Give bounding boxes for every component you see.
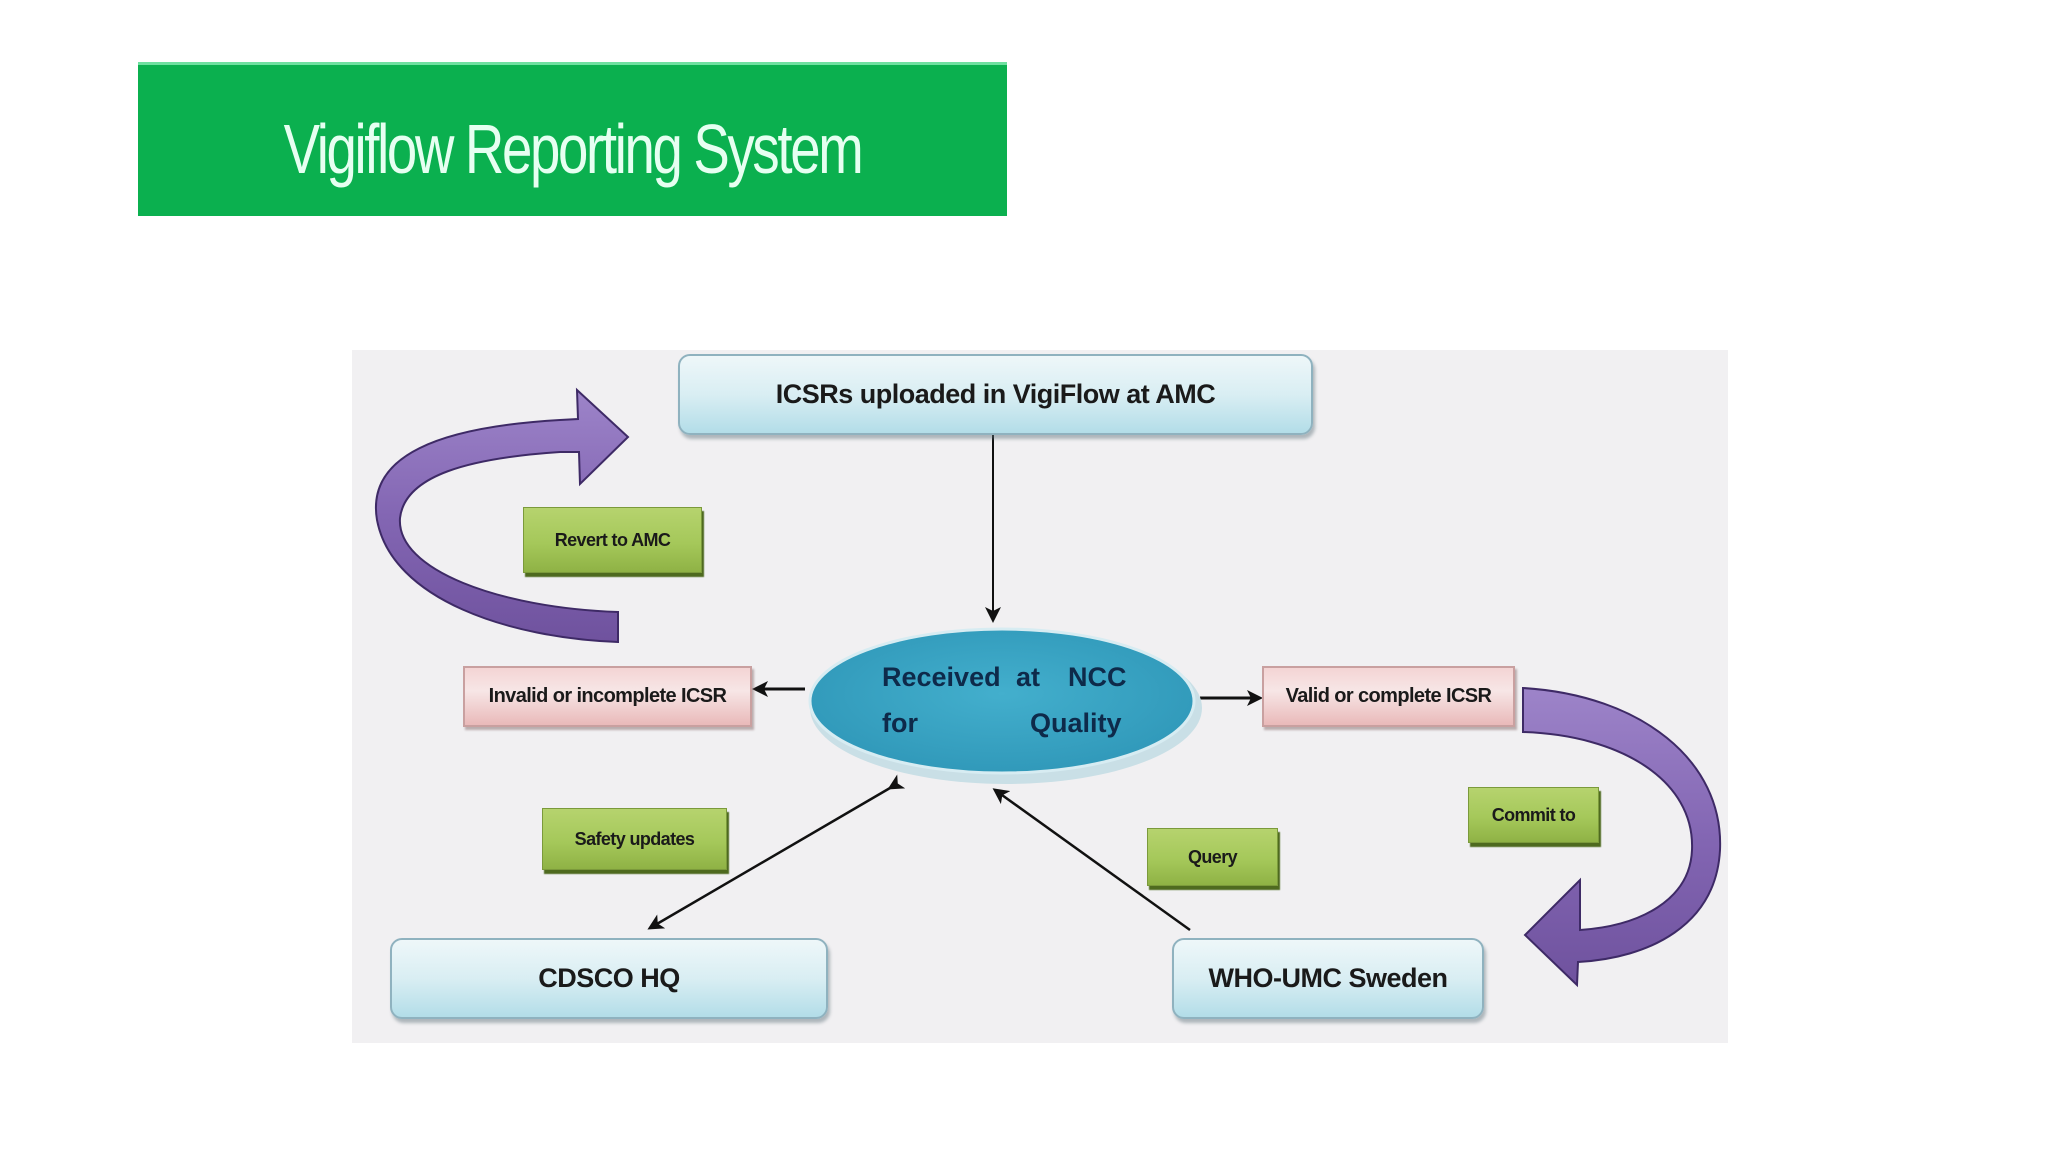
center-word-quality: Quality <box>1030 708 1122 738</box>
who-node-box: WHO-UMC Sweden <box>1172 938 1484 1019</box>
title-banner: Vigiflow Reporting System <box>138 62 1007 216</box>
cdsco-node-label: CDSCO HQ <box>538 963 680 993</box>
center-word-ncc: NCC <box>1068 662 1127 692</box>
who-node-label: WHO-UMC Sweden <box>1208 963 1449 993</box>
page-title: Vigiflow Reporting System <box>283 110 864 188</box>
commit-label-box: Commit to <box>1468 787 1599 843</box>
center-word-at: at <box>1016 662 1041 692</box>
invalid-node-label: Invalid or incomplete ICSR <box>488 685 727 707</box>
valid-node-box: Valid or complete ICSR <box>1262 666 1515 727</box>
center-word-for: for <box>882 708 918 738</box>
commit-label: Commit to <box>1491 804 1576 825</box>
valid-node-label: Valid or complete ICSR <box>1285 685 1492 707</box>
connector-who-to-center <box>992 788 1191 932</box>
safety-label: Safety updates <box>574 828 695 849</box>
cdsco-node-box: CDSCO HQ <box>390 938 828 1019</box>
revert-label-box: Revert to AMC <box>523 507 702 573</box>
invalid-node-box: Invalid or incomplete ICSR <box>463 666 752 727</box>
revert-label: Revert to AMC <box>554 529 671 550</box>
source-node-box: ICSRs uploaded in VigiFlow at AMC <box>678 354 1313 435</box>
source-node-label: ICSRs uploaded in VigiFlow at AMC <box>775 379 1216 409</box>
connector-center-cdsco <box>647 774 906 930</box>
center-ellipse <box>808 627 1196 775</box>
query-label: Query <box>1187 846 1238 867</box>
query-label-box: Query <box>1147 828 1278 886</box>
revert-curved-arrow <box>374 387 630 644</box>
safety-label-box: Safety updates <box>542 808 727 870</box>
center-word-received: Received <box>882 662 1001 692</box>
commit-curved-arrow <box>1522 686 1722 988</box>
